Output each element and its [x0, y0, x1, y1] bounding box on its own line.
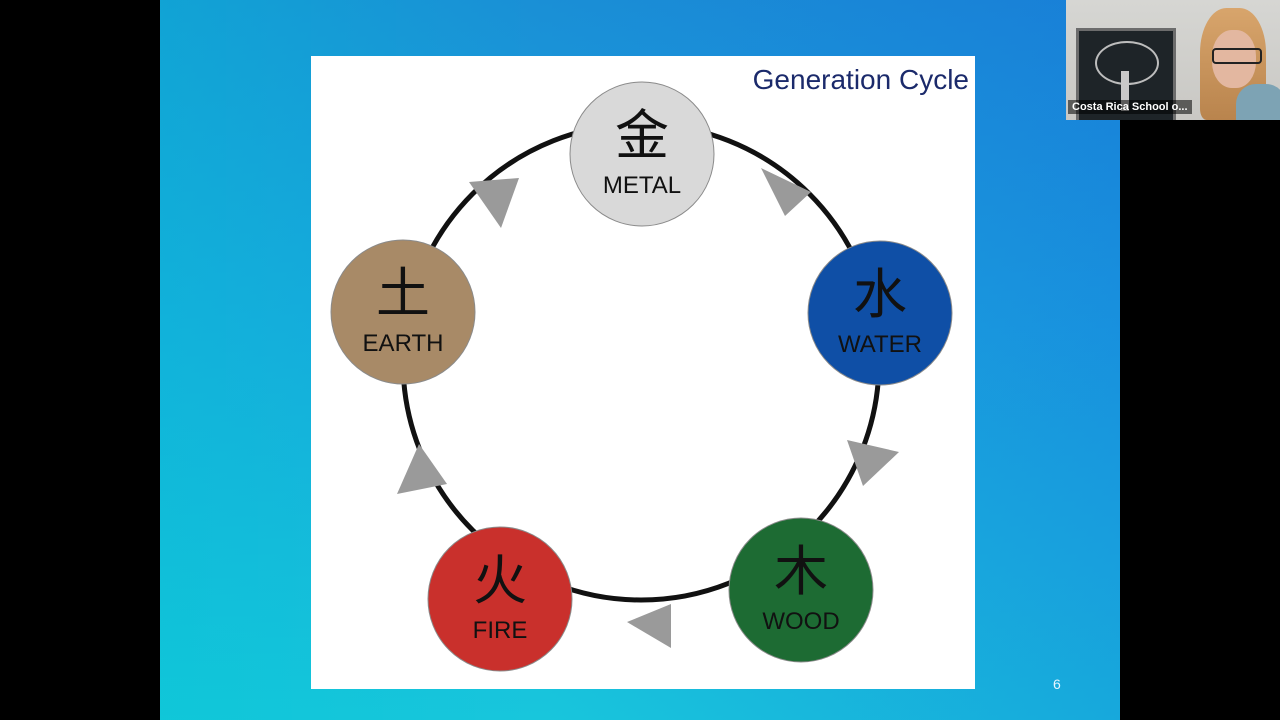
participant-face — [1212, 30, 1256, 88]
arrow-wood-to-fire — [627, 604, 671, 648]
element-node-fire: 火 FIRE — [427, 526, 573, 672]
element-circle — [427, 526, 573, 672]
participant-body — [1236, 84, 1280, 120]
element-symbol: 火 — [473, 549, 527, 612]
arrow-fire-to-earth — [397, 444, 447, 494]
generation-cycle-diagram: 金 METAL 水 WATER 木 WOOD 火 FIRE 土 EART — [330, 81, 953, 672]
participant-video-tile[interactable]: Costa Rica School o... — [1066, 0, 1280, 120]
element-label: METAL — [603, 172, 681, 199]
element-label: WATER — [838, 331, 922, 358]
element-node-water: 水 WATER — [807, 240, 953, 386]
content-panel: Generation Cycle 金 METAL 水 WATER 木 WOOD — [311, 56, 975, 689]
element-circle — [728, 517, 874, 663]
presentation-slide: Generation Cycle 金 METAL 水 WATER 木 WOOD — [160, 0, 1120, 720]
element-symbol: 木 — [774, 540, 828, 603]
element-circle — [569, 81, 715, 227]
arrow-earth-to-metal — [469, 178, 519, 228]
glasses-icon — [1212, 48, 1262, 64]
slide-title: Generation Cycle — [752, 64, 969, 95]
element-node-earth: 土 EARTH — [330, 239, 476, 385]
arrow-metal-to-water — [761, 168, 811, 216]
element-circle — [330, 239, 476, 385]
element-symbol: 金 — [615, 104, 669, 167]
arrow-water-to-wood — [847, 440, 899, 486]
element-label: FIRE — [473, 617, 528, 644]
participant-name-label: Costa Rica School o... — [1068, 100, 1192, 114]
element-label: WOOD — [762, 608, 839, 635]
element-node-wood: 木 WOOD — [728, 517, 874, 663]
slide-page-number: 6 — [1053, 676, 1061, 692]
element-symbol: 水 — [853, 263, 907, 326]
element-label: EARTH — [363, 330, 444, 357]
element-symbol: 土 — [376, 262, 430, 325]
element-circle — [807, 240, 953, 386]
element-node-metal: 金 METAL — [569, 81, 715, 227]
